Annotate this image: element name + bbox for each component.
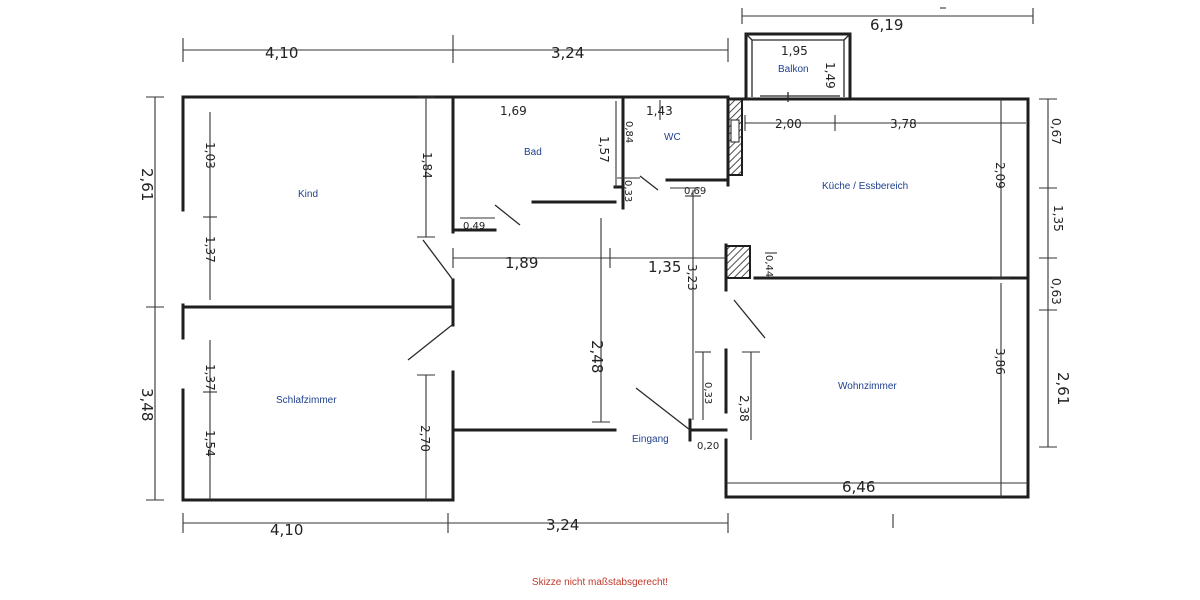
dim-label-right-261: 2,61	[1054, 372, 1072, 405]
dim-label-chimney-044: 0,44	[763, 255, 774, 277]
dim-label-wohn-386: 3,86	[993, 348, 1007, 375]
dim-label-flur-135: 1,35	[648, 258, 681, 276]
outer-walls	[181, 95, 1030, 502]
dim-label-eingang-033: 0,33	[702, 382, 713, 404]
dim-label-right-067: 0,67	[1049, 118, 1063, 145]
room-label-kueche: Küche / Essbereich	[822, 181, 908, 192]
dim-label-bad-width: 1,69	[500, 104, 527, 118]
dim-label-kueche-378: 3,78	[890, 117, 917, 131]
room-label-wohnzimmer: Wohnzimmer	[838, 381, 897, 392]
dim-label-schlaf-270: 2,70	[418, 425, 432, 452]
dim-label-wc-084: 0,84	[623, 121, 634, 143]
dim-label-kind-103: 1,03	[203, 142, 217, 169]
dim-label-bad-157: 1,57	[597, 136, 611, 163]
dim-label-left-348: 3,48	[138, 388, 156, 421]
room-label-bad: Bad	[524, 147, 542, 158]
dim-label-kueche-200: 2,00	[775, 117, 802, 131]
room-label-balkon: Balkon	[778, 64, 809, 75]
room-label-kind: Kind	[298, 189, 318, 200]
dim-label-flur-189: 1,89	[505, 254, 538, 272]
dim-label-kueche-209: 2,09	[993, 162, 1007, 189]
dim-label-kind-137: 1,37	[203, 236, 217, 263]
dim-label-wc-033: 0,33	[622, 180, 633, 202]
dim-label-bottom-left: 4,10	[270, 521, 303, 539]
dimension-lines-interior	[146, 96, 1057, 533]
dim-label-top-left: 4,10	[265, 44, 298, 62]
room-labels: Kind Bad WC Balkon Küche / Essbereich Sc…	[276, 64, 908, 445]
room-label-eingang: Eingang	[632, 434, 669, 445]
dim-label-balkon-depth: 1,49	[823, 62, 837, 89]
dimension-labels: 4,10 3,24 6,19 1,95 1,49 1,69 1,43 2,00 …	[138, 16, 1072, 539]
dim-label-wohn-238: 2,38	[737, 395, 751, 422]
dim-label-wohn-646: 6,46	[842, 478, 875, 496]
chimney-upper-gap	[730, 119, 740, 143]
door-swings	[407, 175, 766, 431]
dim-label-wc-width: 1,43	[646, 104, 673, 118]
dim-label-wc-069: 0,69	[684, 186, 706, 197]
dim-label-top-right: 6,19	[870, 16, 903, 34]
dim-label-kind-184: 1,84	[420, 152, 434, 179]
dim-label-flur-248: 2,48	[588, 340, 606, 373]
dim-label-schlaf-154: 1,54	[203, 430, 217, 457]
dim-label-balkon-width: 1,95	[781, 44, 808, 58]
dim-label-top-mid: 3,24	[551, 44, 584, 62]
dim-label-schlaf-137: 1,37	[203, 364, 217, 391]
dim-label-eingang-020: 0,20	[697, 441, 719, 452]
room-label-wc: WC	[664, 132, 681, 143]
dim-label-bottom-mid: 3,24	[546, 516, 579, 534]
scale-disclaimer: Skizze nicht maßstabsgerecht!	[531, 577, 669, 588]
dim-label-left-261: 2,61	[138, 168, 156, 201]
dim-label-right-063: 0,63	[1049, 278, 1063, 305]
dim-label-right-135: 1,35	[1051, 205, 1065, 232]
dim-label-flur-323: 3,23	[685, 264, 699, 291]
chimney-lower	[725, 245, 751, 279]
balcony	[744, 32, 852, 102]
room-label-schlafzimmer: Schlafzimmer	[276, 395, 337, 406]
interior-walls	[181, 95, 1030, 502]
dimension-lines-top	[182, 7, 1034, 63]
dim-label-bad-049: 0,49	[463, 221, 485, 232]
